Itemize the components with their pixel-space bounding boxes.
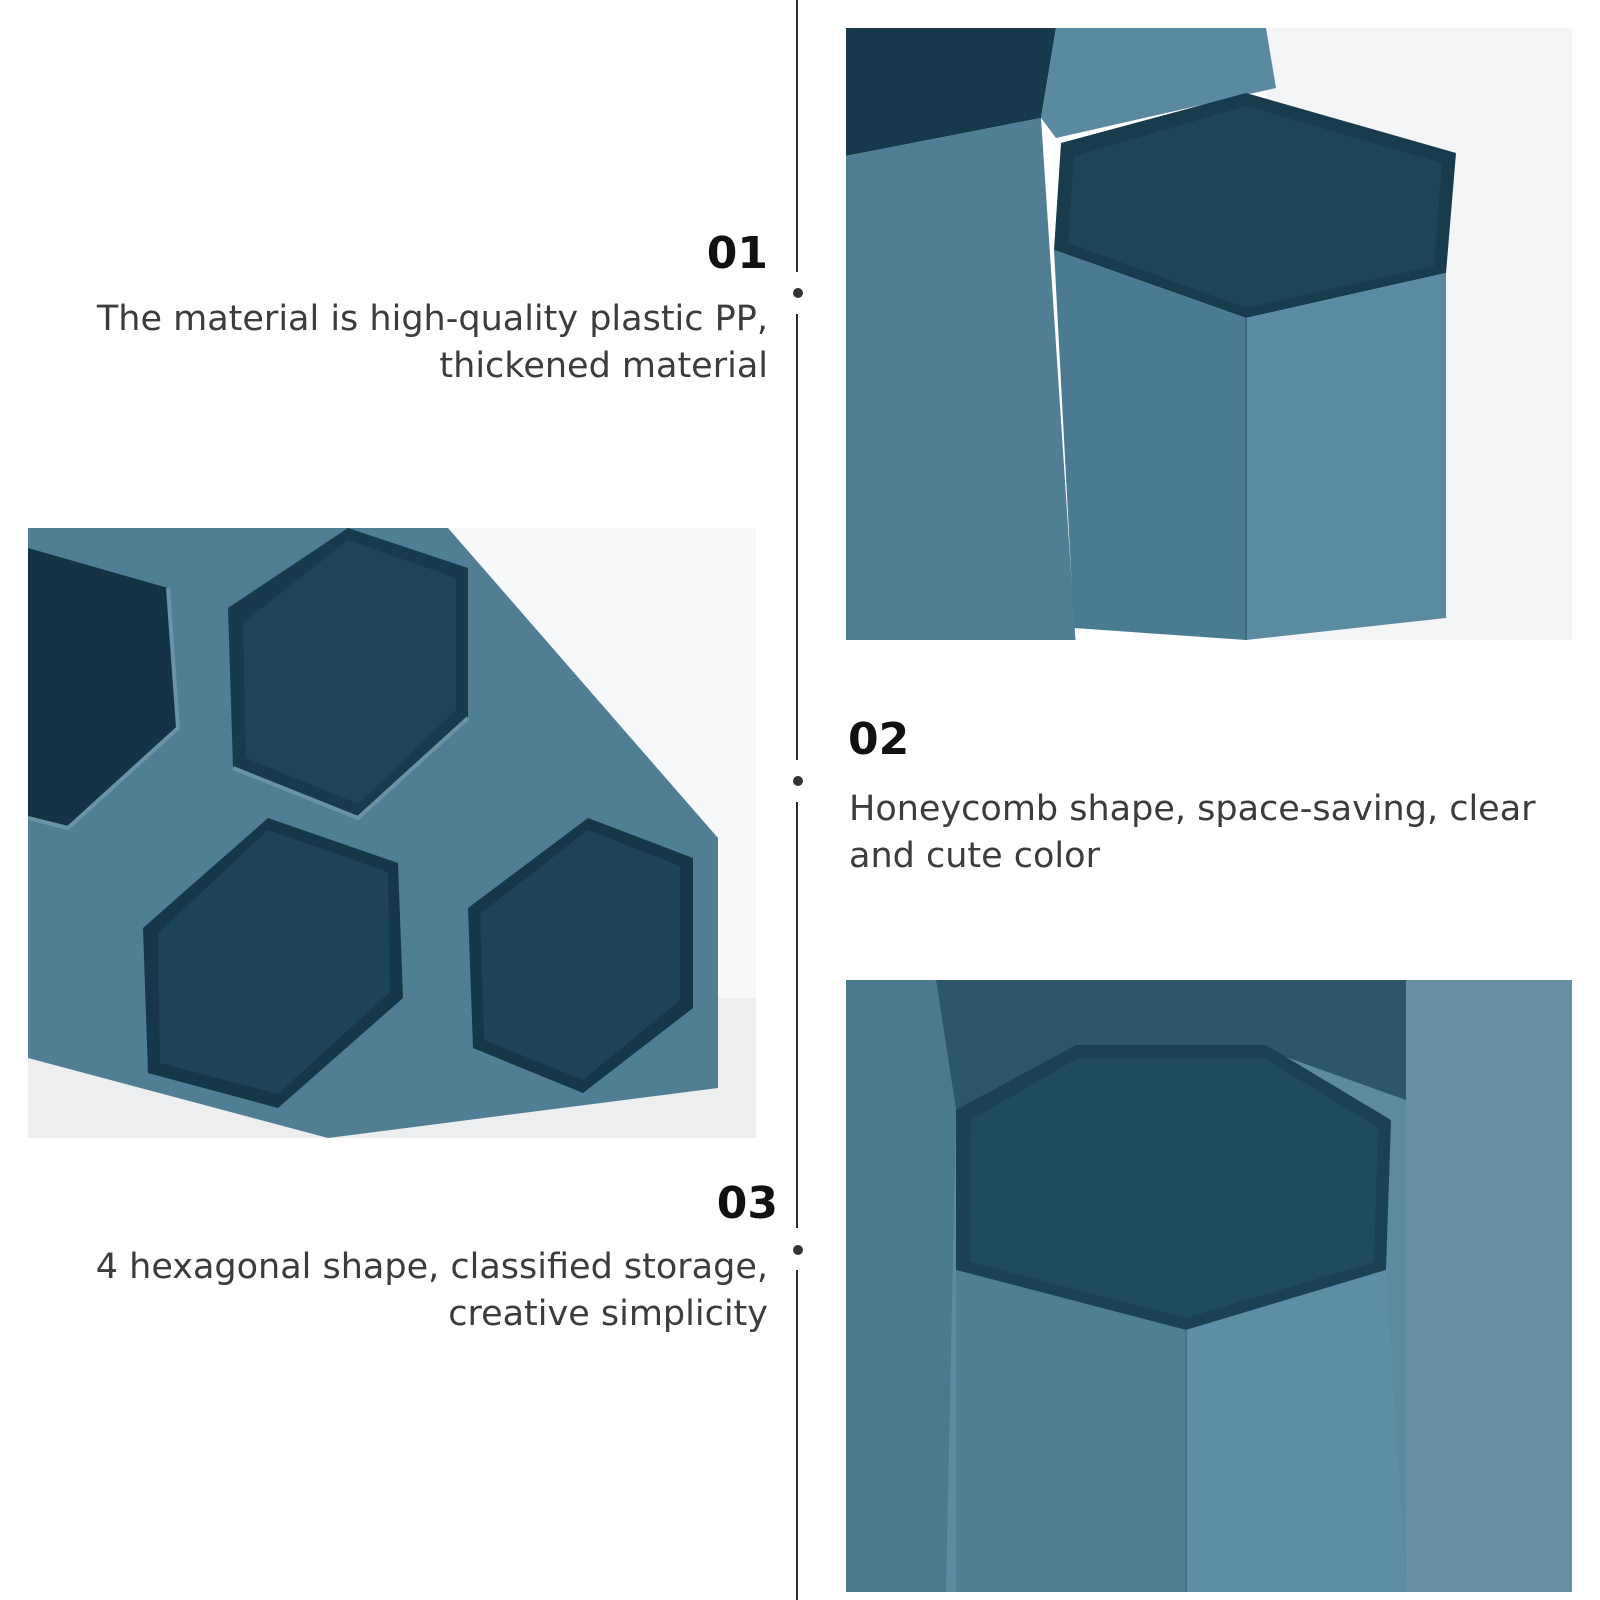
feature-description-01: The material is high-quality plastic PP,… (8, 296, 768, 390)
feature-description-02: Honeycomb shape, space-saving, clear and… (849, 786, 1569, 880)
hexagon-organizer-closeup-top-image (846, 28, 1572, 640)
feature-01-line-1: The material is high-quality plastic PP, (96, 299, 768, 339)
feature-03-line-2: creative simplicity (448, 1294, 768, 1334)
feature-number-02: 02 (848, 714, 910, 765)
product-photo-angled (28, 528, 756, 1138)
feature-02-line-2: and cute color (849, 836, 1100, 876)
feature-number-01: 01 (706, 228, 768, 279)
hexagon-organizer-closeup-single-cell-image (846, 980, 1572, 1592)
timeline-dot-01 (793, 288, 803, 298)
product-photo-single-cell (846, 980, 1572, 1592)
feature-03-line-1: 4 hexagonal shape, classified storage, (95, 1247, 768, 1287)
feature-02-line-1: Honeycomb shape, space-saving, clear (849, 789, 1536, 829)
timeline-dot-02 (793, 776, 803, 786)
feature-description-03: 4 hexagonal shape, classified storage, c… (8, 1244, 768, 1338)
feature-number-03: 03 (716, 1178, 778, 1229)
hexagon-organizer-cells-angled-image (28, 528, 756, 1138)
timeline-dot-03 (793, 1245, 803, 1255)
feature-01-line-2: thickened material (439, 346, 768, 386)
product-photo-top (846, 28, 1572, 640)
